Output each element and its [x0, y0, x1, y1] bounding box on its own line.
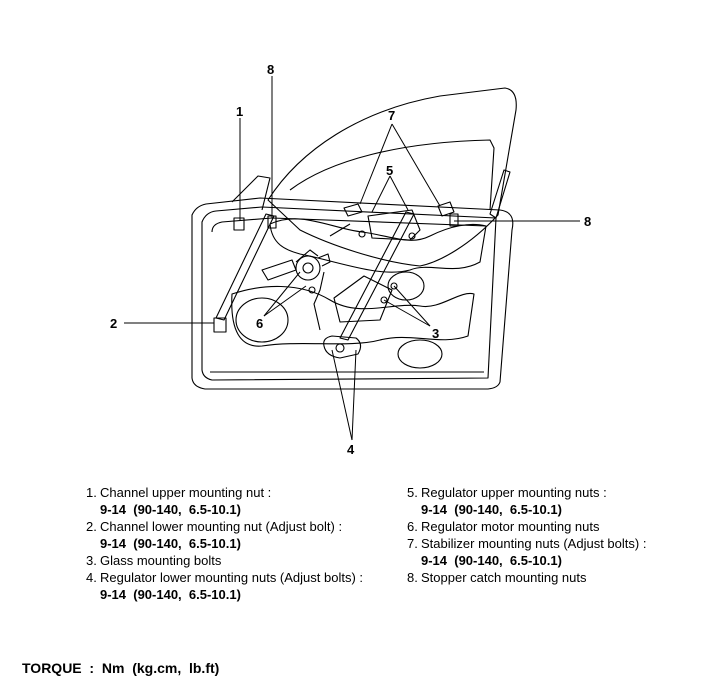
- callout-2: 2: [110, 316, 117, 331]
- legend-item-6: 6.Regulator motor mounting nuts: [407, 518, 707, 535]
- legend-item-7: 7.Stabilizer mounting nuts (Adjust bolts…: [407, 535, 707, 552]
- legend-item-2: 2.Channel lower mounting nut (Adjust bol…: [86, 518, 406, 535]
- torque-units-note: TORQUE : Nm (kg.cm, lb.ft): [22, 660, 220, 676]
- door-outer-panel: [191, 197, 514, 390]
- callout-7: 7: [388, 108, 395, 123]
- callout-3: 3: [432, 326, 439, 341]
- legend-text: Regulator motor mounting nuts: [421, 519, 600, 534]
- stabilizer-right: [437, 201, 455, 217]
- callout-8a: 8: [267, 62, 274, 77]
- glass-inner-edge: [289, 139, 495, 211]
- legend-text: Glass mounting bolts: [100, 553, 222, 568]
- callout-4: 4: [347, 442, 355, 457]
- legend-text: Regulator upper mounting nuts :: [421, 485, 607, 500]
- stabilizer-left: [343, 203, 363, 217]
- lower-panel-cutout: [231, 285, 475, 347]
- door-inner-panel: [201, 206, 497, 381]
- legend-left: 1.Channel upper mounting nut : 9-14 (90-…: [86, 484, 406, 603]
- legend-item-1: 1.Channel upper mounting nut :: [86, 484, 406, 501]
- legend-text: Channel upper mounting nut :: [100, 485, 272, 500]
- upper-panel-cutout: [269, 218, 487, 273]
- window-glass: [267, 87, 517, 267]
- legend-number: 2.: [86, 519, 97, 534]
- regulator-rail: [339, 211, 415, 341]
- rear-channel: [489, 169, 511, 219]
- legend-number: 4.: [86, 570, 97, 585]
- callout-5: 5: [386, 163, 393, 178]
- legend-number: 7.: [407, 536, 418, 551]
- legend-number: 5.: [407, 485, 418, 500]
- legend-text: Stabilizer mounting nuts (Adjust bolts) …: [421, 536, 647, 551]
- torque-spec: 9-14 (90-140, 6.5-10.1): [100, 536, 241, 551]
- legend-text: Regulator lower mounting nuts (Adjust bo…: [100, 570, 364, 585]
- torque-spec: 9-14 (90-140, 6.5-10.1): [421, 553, 562, 568]
- legend-text: Stopper catch mounting nuts: [421, 570, 587, 585]
- legend-text: Channel lower mounting nut (Adjust bolt)…: [100, 519, 343, 534]
- legend-right: 5.Regulator upper mounting nuts : 9-14 (…: [407, 484, 707, 586]
- legend-number: 3.: [86, 553, 97, 568]
- regulator-motor: [261, 249, 331, 281]
- front-channel: [215, 213, 275, 321]
- regulator-lower-bracket: [323, 335, 362, 359]
- door-regulator-diagram: 1 2 3 4 5 6 7 8 8: [110, 62, 591, 457]
- legend-item-5: 5.Regulator upper mounting nuts :: [407, 484, 707, 501]
- legend-number: 8.: [407, 570, 418, 585]
- callout-1: 1: [236, 104, 243, 119]
- torque-spec: 9-14 (90-140, 6.5-10.1): [421, 502, 562, 517]
- legend-item-3: 3.Glass mounting bolts: [86, 552, 406, 569]
- legend-item-4: 4.Regulator lower mounting nuts (Adjust …: [86, 569, 406, 586]
- legend-number: 6.: [407, 519, 418, 534]
- callout-6: 6: [256, 316, 263, 331]
- torque-spec: 9-14 (90-140, 6.5-10.1): [100, 587, 241, 602]
- legend-item-8: 8.Stopper catch mounting nuts: [407, 569, 707, 586]
- legend-number: 1.: [86, 485, 97, 500]
- callout-8b: 8: [584, 214, 591, 229]
- torque-spec: 9-14 (90-140, 6.5-10.1): [100, 502, 241, 517]
